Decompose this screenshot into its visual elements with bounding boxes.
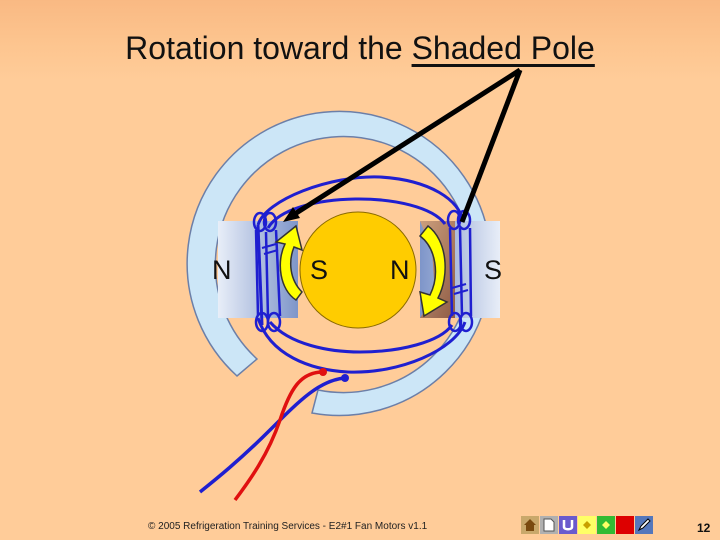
stator-left-pole-label: N	[212, 255, 232, 285]
stop-icon[interactable]	[616, 516, 634, 534]
rotor-right-pole-label: N	[390, 255, 410, 285]
coil-marks	[261, 243, 469, 295]
right-pole-coil	[446, 209, 474, 333]
red-lead-wire	[233, 370, 324, 502]
return-icon[interactable]	[559, 516, 577, 534]
slide-footer: © 2005 Refrigeration Training Services -…	[148, 521, 428, 532]
blue-lead-wire	[198, 376, 346, 494]
left-pole-coil	[252, 211, 282, 333]
blue-lead-dot	[341, 374, 349, 382]
slide-title: Rotation toward the Shaded Pole	[0, 30, 720, 67]
stator-right-pole-label: S	[484, 255, 503, 285]
page-number: 12	[697, 521, 711, 535]
title-text: Rotation toward the	[125, 30, 412, 66]
title-band	[0, 0, 720, 80]
rotor-left-pole-label: S	[310, 255, 329, 285]
flux-windings	[256, 175, 467, 374]
home-icon[interactable]	[521, 516, 539, 534]
pen-icon[interactable]	[635, 516, 653, 534]
right-rotation-arrow	[418, 224, 449, 318]
pointer-lines	[288, 67, 523, 223]
title-shaded-pole: Shaded Pole	[411, 30, 595, 66]
pointer-arrowhead	[283, 207, 300, 222]
back-icon[interactable]	[578, 516, 596, 534]
slide-nav-bar	[521, 516, 654, 538]
red-lead-dot	[319, 368, 327, 376]
rotor	[299, 211, 417, 329]
document-icon[interactable]	[540, 516, 558, 534]
forward-icon[interactable]	[597, 516, 615, 534]
left-rotation-arrow	[274, 224, 304, 302]
stator-ring	[186, 110, 492, 417]
